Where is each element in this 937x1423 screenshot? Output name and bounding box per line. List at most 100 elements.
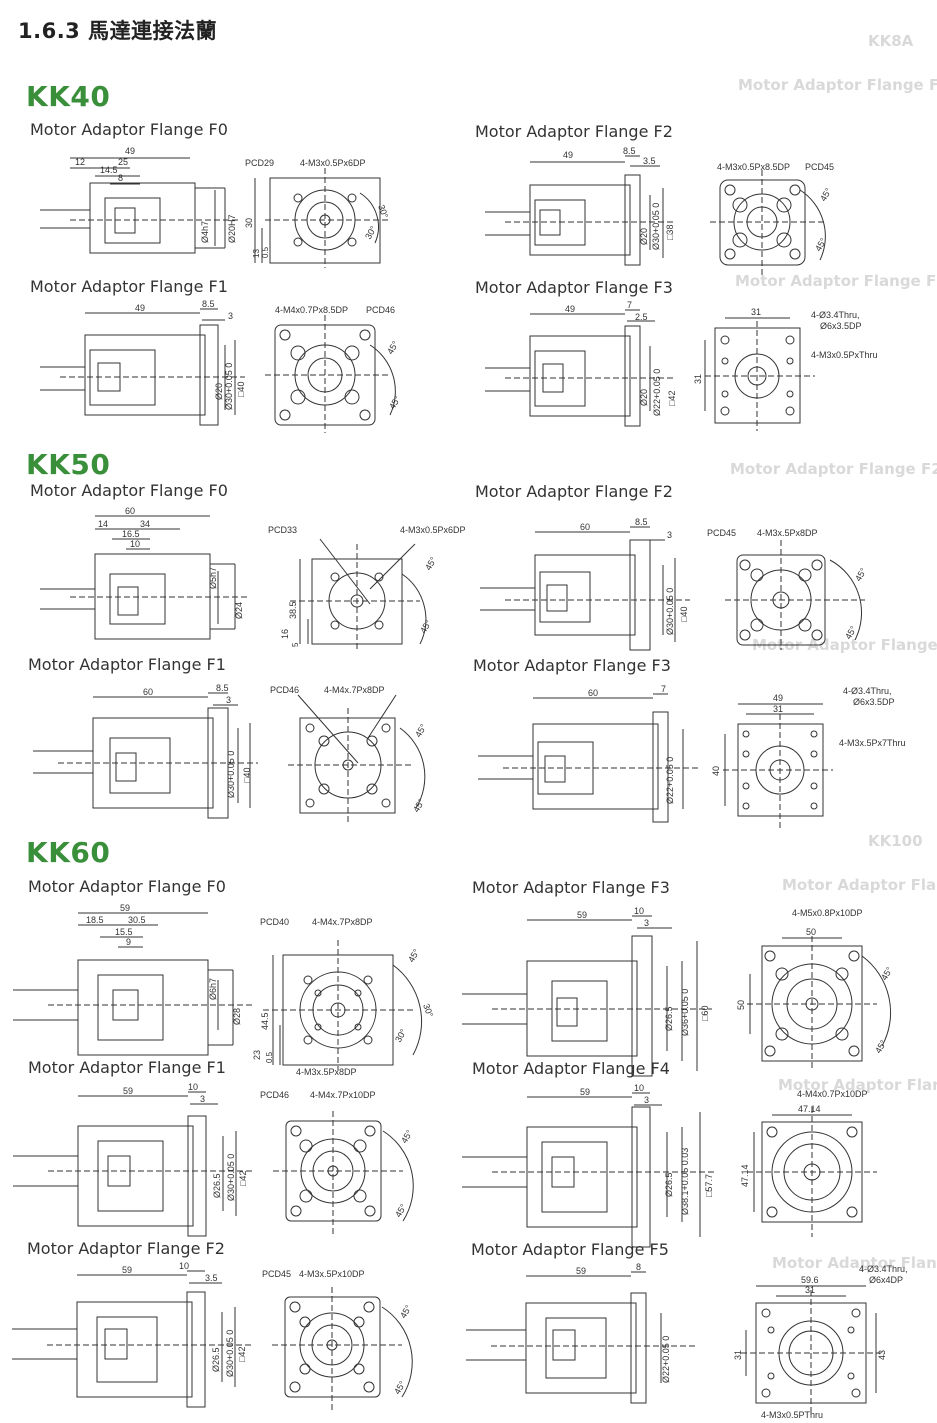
flange-title: Motor Adaptor Flange F3 <box>475 278 673 297</box>
dim-label: Ø20 <box>214 383 224 400</box>
model-title-kk40: KK40 <box>26 80 111 113</box>
dim-label: Ø6x3.5DP <box>820 321 862 331</box>
flange-title: Motor Adaptor Flange F4 <box>472 1059 670 1078</box>
dim-label: 45° <box>413 722 429 739</box>
dim-label: 60 <box>588 688 598 698</box>
dim-label: 47.14 <box>740 1164 750 1187</box>
dim-label: 60 <box>125 506 135 516</box>
dim-label: 0.5 <box>261 246 270 258</box>
dim-label: 30° <box>421 1002 435 1019</box>
dim-label: 45° <box>411 797 427 814</box>
dim-label: Ø20 <box>639 228 649 245</box>
dim-label: 4-M4x.7Px8DP <box>312 917 373 927</box>
dim-label: 10 <box>634 906 644 916</box>
dim-label: 47.14 <box>798 1104 821 1114</box>
dim-label: 4-M4x.7Px8DP <box>324 685 385 695</box>
flange-title: Motor Adaptor Flange F1 <box>28 655 226 674</box>
dim-label: 4-M3x0.5Px6DP <box>300 158 366 168</box>
dim-label: □42 <box>238 1171 248 1186</box>
flange-title: Motor Adaptor Flange F2 <box>475 122 673 141</box>
dim-label: 3 <box>667 530 672 540</box>
dim-label: Ø20 <box>639 389 649 406</box>
ghost-label: Motor Adaptor Flange F2 <box>730 460 937 478</box>
dim-label: Ø26.5 <box>664 1006 674 1031</box>
dim-label: PCD46 <box>366 305 395 315</box>
flange-title: Motor Adaptor Flange F1 <box>28 1058 226 1077</box>
dim-label: 10 <box>188 1082 198 1092</box>
dim-label: 10 <box>130 539 140 549</box>
dim-label: □42 <box>237 1347 247 1362</box>
dim-label: 60 <box>143 687 153 697</box>
dim-label: 45° <box>387 394 403 411</box>
dim-label: 31 <box>773 704 783 714</box>
dim-label: 4-M3x0.5Px6DP <box>400 525 466 535</box>
dim-label: 31 <box>733 1350 743 1360</box>
dim-label: 30° <box>376 203 390 220</box>
dim-label: Ø30+0.05 0 <box>226 1154 236 1201</box>
dim-label: 40 <box>711 766 721 776</box>
dim-label: 8.5 <box>635 517 648 527</box>
flange-title: Motor Adaptor Flange F0 <box>30 120 228 139</box>
dim-label: 4-M3x.5Px10DP <box>299 1269 365 1279</box>
dim-label: 45° <box>423 555 439 572</box>
dim-label: Ø30+0.05 0 <box>226 751 236 798</box>
dim-label: 60 <box>580 522 590 532</box>
dim-label: Ø30+0.05 0 <box>224 363 234 410</box>
dim-label: 30.5 <box>128 915 146 925</box>
dim-label: 2.5 <box>635 312 648 322</box>
dim-label: Ø6x4DP <box>869 1275 903 1285</box>
dim-label: Ø36+0.05 0 <box>680 989 690 1036</box>
dim-label: 25 <box>118 157 128 167</box>
ghost-label: Motor Adaptor Flange F1 <box>778 1076 937 1094</box>
dim-label: 8 <box>118 173 123 183</box>
dim-label: 7 <box>627 300 632 310</box>
dim-label: 30° <box>393 1027 409 1044</box>
dim-label: 45° <box>399 1128 415 1145</box>
dim-label: □40 <box>679 607 689 622</box>
dim-label: Ø20H7 <box>227 214 237 243</box>
dim-label: 3 <box>644 918 649 928</box>
dim-label: 4-Ø3.4Thru, <box>859 1264 908 1274</box>
dim-label: 45° <box>418 618 434 635</box>
flange-title: Motor Adaptor Flange F1 <box>30 277 228 296</box>
dim-label: Ø6h7 <box>208 978 218 1000</box>
flange-title: Motor Adaptor Flange F0 <box>30 481 228 500</box>
flange-title: Motor Adaptor Flange F2 <box>27 1239 225 1258</box>
dim-label: 31 <box>751 307 761 317</box>
dim-label: 3 <box>644 1095 649 1105</box>
dim-label: 49 <box>563 150 573 160</box>
dim-label: 7 <box>661 684 666 694</box>
dim-label: 45° <box>813 236 829 253</box>
dim-label: 13 <box>252 249 261 258</box>
dim-label: Ø30+0.05 0 <box>651 203 661 250</box>
dim-label: □38 <box>665 225 675 240</box>
dim-label: 4-M3x.5Px8DP <box>296 1067 357 1077</box>
dim-label: 4-M5x0.8Px10DP <box>792 908 863 918</box>
dim-label: 43 <box>877 1350 887 1360</box>
dim-label: PCD29 <box>245 158 274 168</box>
dim-label: 14.5 <box>100 165 118 175</box>
dim-label: PCD40 <box>260 917 289 927</box>
dim-label: 14 <box>98 519 108 529</box>
dim-label: 5 <box>291 642 300 647</box>
flange-title: Motor Adaptor Flange F5 <box>471 1240 669 1259</box>
dim-label: 31 <box>805 1285 815 1295</box>
dim-label: 45° <box>853 566 869 583</box>
dim-label: 59 <box>576 1266 586 1276</box>
dim-label: PCD45 <box>262 1269 291 1279</box>
dim-label: Ø4h7 <box>200 221 210 243</box>
dim-label: 4-Ø3.4Thru, <box>811 310 860 320</box>
dim-label: 16.5 <box>122 529 140 539</box>
dim-label: Ø5h7 <box>208 567 218 589</box>
dim-label: 45° <box>393 1202 409 1219</box>
dim-label: □42 <box>667 391 677 406</box>
dim-label: 3 <box>200 1094 205 1104</box>
dim-label: 45° <box>392 1379 408 1396</box>
dim-label: Ø6x3.5DP <box>853 697 895 707</box>
dim-label: Ø26.5 <box>212 1173 222 1198</box>
dim-label: Ø28 <box>232 1008 242 1025</box>
dim-label: 49 <box>773 693 783 703</box>
dim-label: 18.5 <box>86 915 104 925</box>
dim-label: Ø38.1+0.05 0.03 <box>680 1148 690 1215</box>
dim-label: 49 <box>565 304 575 314</box>
